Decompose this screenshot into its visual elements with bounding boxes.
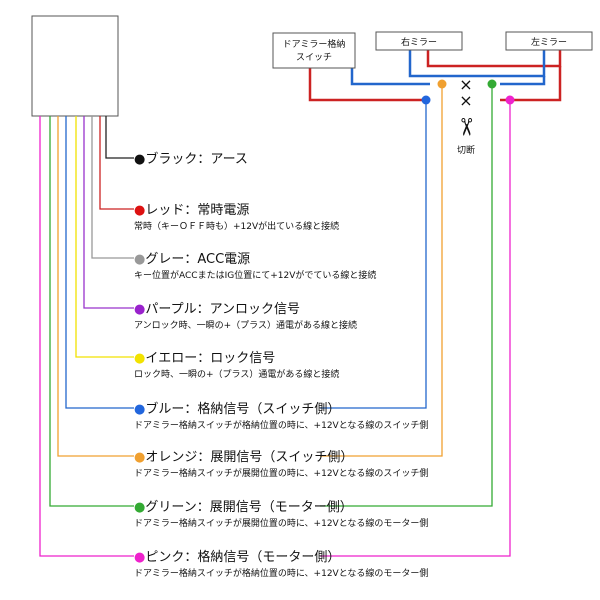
wire-line-6: [57, 116, 134, 457]
wire-line-1: [99, 116, 134, 210]
wire-desc-3: アンロック時、一瞬の+（プラス）通電がある線と接続: [134, 319, 357, 331]
wire-extension-8: [320, 100, 511, 557]
blue-harness-motor-side: [500, 76, 546, 86]
wire-line-0: [105, 116, 134, 159]
wire-desc-4: ロック時、一瞬の+（プラス）通電がある線と接続: [134, 368, 339, 380]
wire-extension-5: [320, 100, 427, 409]
wire-line-2: [91, 116, 134, 259]
wire-title-3: ●パープル：アンロック信号: [134, 302, 300, 317]
junction-dot-7: [487, 79, 497, 89]
controller-module-box: [31, 15, 119, 117]
junction-dot-8: [505, 95, 515, 105]
red-harness-switch-side: [308, 68, 430, 102]
wire-desc-1: 常時（キーＯＦＦ時も）+12Vが出ている線と接続: [134, 220, 339, 232]
wire-layer: [39, 79, 515, 557]
cut-mark-upper: ×: [459, 75, 472, 94]
junction-dot-6: [437, 79, 447, 89]
door-switch-box: [272, 32, 356, 69]
door-switch-label-2: スイッチ: [296, 52, 332, 63]
wire-line-7: [49, 116, 134, 507]
wire-title-2: ●グレー：ACC電源: [134, 252, 250, 267]
left-mirror-box: [505, 31, 593, 51]
wire-line-4: [75, 116, 134, 358]
wire-desc-5: ドアミラー格納スイッチが格納位置の時に、+12Vとなる線のスイッチ側: [134, 419, 428, 431]
wire-title-6: ●オレンジ：展開信号（スイッチ側）: [134, 450, 353, 465]
wire-line-5: [65, 116, 134, 409]
wire-extension-7: [320, 84, 493, 507]
wire-title-5: ●ブルー：格納信号（スイッチ側）: [134, 401, 340, 417]
right-mirror-label: 右ミラー: [401, 36, 437, 48]
left-mirror-label: 左ミラー: [531, 36, 567, 48]
wire-title-1: ●レッド：常時電源: [134, 203, 249, 218]
wire-title-8: ●ピンク：格納信号（モーター側）: [134, 549, 340, 565]
wire-desc-6: ドアミラー格納スイッチが展開位置の時に、+12Vとなる線のスイッチ側: [134, 467, 428, 479]
wire-extension-6: [320, 84, 443, 457]
door-switch-label-1: ドアミラー格納: [283, 38, 346, 50]
scissors-icon: ✂: [452, 117, 480, 137]
right-mirror-box: [375, 31, 463, 51]
label-layer: ●ブラック：アース ●レッド：常時電源常時（キーＯＦＦ時も）+12Vが出ている線と…: [134, 151, 428, 579]
cut-mark-lower: ×: [459, 91, 472, 110]
wire-title-4: ●イエロー：ロック信号: [134, 351, 275, 366]
blue-harness-switch-side: [350, 68, 430, 86]
wire-desc-8: ドアミラー格納スイッチが格納位置の時に、+12Vとなる線のモーター側: [134, 567, 428, 579]
wire-desc-7: ドアミラー格納スイッチが展開位置の時に、+12Vとなる線のモーター側: [134, 517, 428, 529]
wire-line-3: [83, 116, 134, 309]
blue-harness-mirror-link: [408, 50, 546, 78]
cut-label: 切断: [457, 144, 475, 156]
wire-title-7: ●グリーン：展開信号（モーター側）: [134, 500, 353, 515]
junction-dot-5: [421, 95, 431, 105]
wire-line-8: [39, 116, 134, 557]
wire-desc-2: キー位置がACCまたはIG位置にて+12Vがでている線と接続: [134, 269, 376, 281]
red-harness-motor-side: [500, 66, 562, 102]
wire-title-0: ●ブラック：アース: [134, 151, 248, 167]
red-harness-mirror-link: [426, 50, 562, 68]
